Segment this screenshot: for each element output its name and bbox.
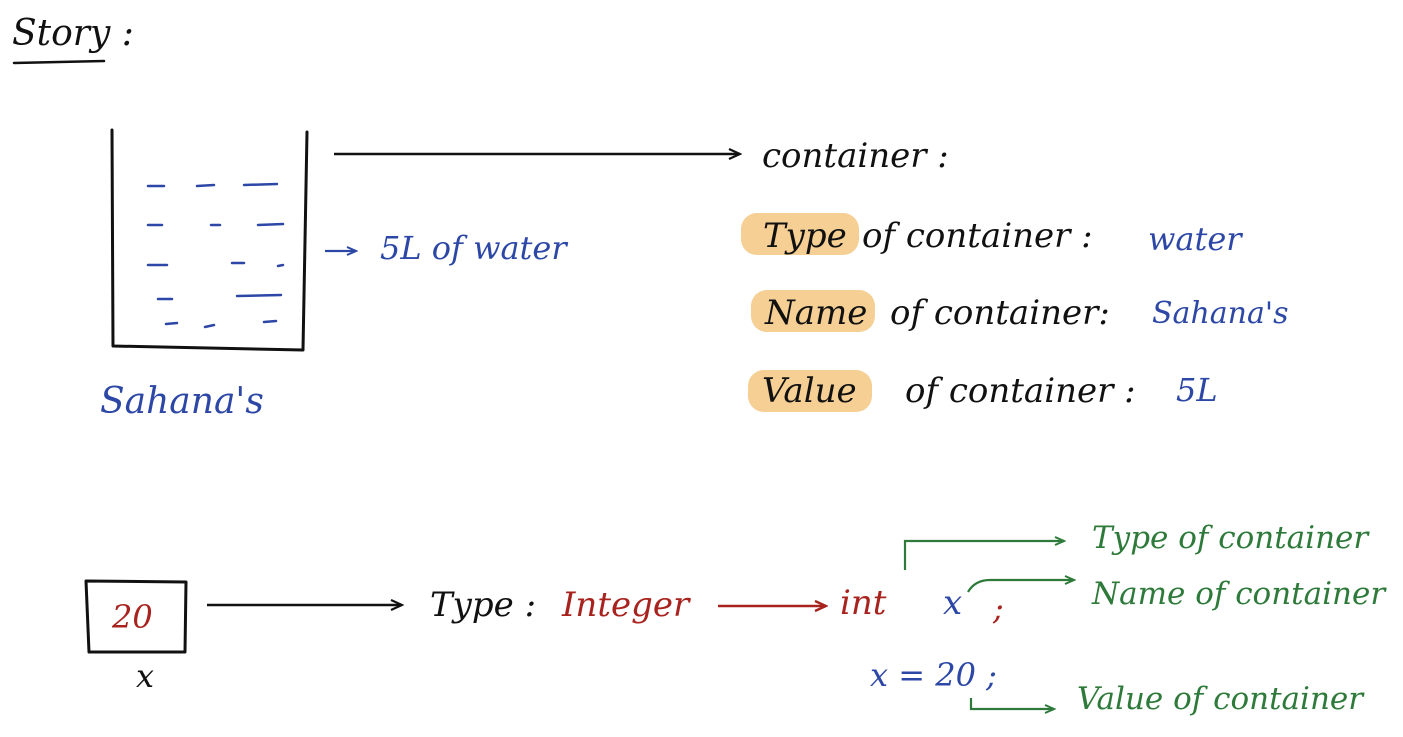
owner-label: Sahana's (100, 381, 264, 422)
type-key: Type (763, 216, 847, 256)
annotation-type: Type of container (1092, 520, 1369, 556)
type-rest: of container : (862, 216, 1093, 256)
box-value: 20 (112, 598, 153, 636)
type-value: water (1148, 220, 1242, 258)
name-annotation-arrow (967, 580, 1074, 593)
name-value: Sahana's (1152, 296, 1289, 331)
type-highlight (741, 213, 859, 255)
value-annotation-arrow (969, 698, 1054, 709)
type-label: Type : (430, 585, 537, 625)
box-name: x (136, 657, 155, 695)
annotation-value: Value of container (1077, 681, 1364, 717)
type-value-integer: Integer (562, 585, 690, 625)
container-title: container : (762, 136, 949, 176)
declaration-name: x (943, 583, 963, 623)
declaration-semicolon: ; (993, 589, 1004, 627)
contents-label: 5L of water (380, 229, 567, 267)
story-underline (12, 59, 106, 65)
value-value: 5L (1176, 371, 1218, 409)
value-key: Value (762, 371, 857, 411)
declaration-keyword: int (840, 583, 887, 623)
variable-box (84, 579, 188, 654)
water-container (110, 128, 309, 352)
assignment: x = 20 ; (870, 656, 997, 694)
story-heading: Story : (12, 13, 134, 54)
water-dashes (146, 182, 285, 329)
name-key: Name (765, 293, 868, 333)
type-annotation-arrow (903, 541, 1064, 570)
value-rest: of container : (905, 371, 1136, 411)
name-highlight (751, 290, 875, 332)
annotation-name: Name of container (1092, 576, 1386, 612)
name-rest: of container: (890, 293, 1110, 333)
value-highlight (748, 370, 872, 412)
